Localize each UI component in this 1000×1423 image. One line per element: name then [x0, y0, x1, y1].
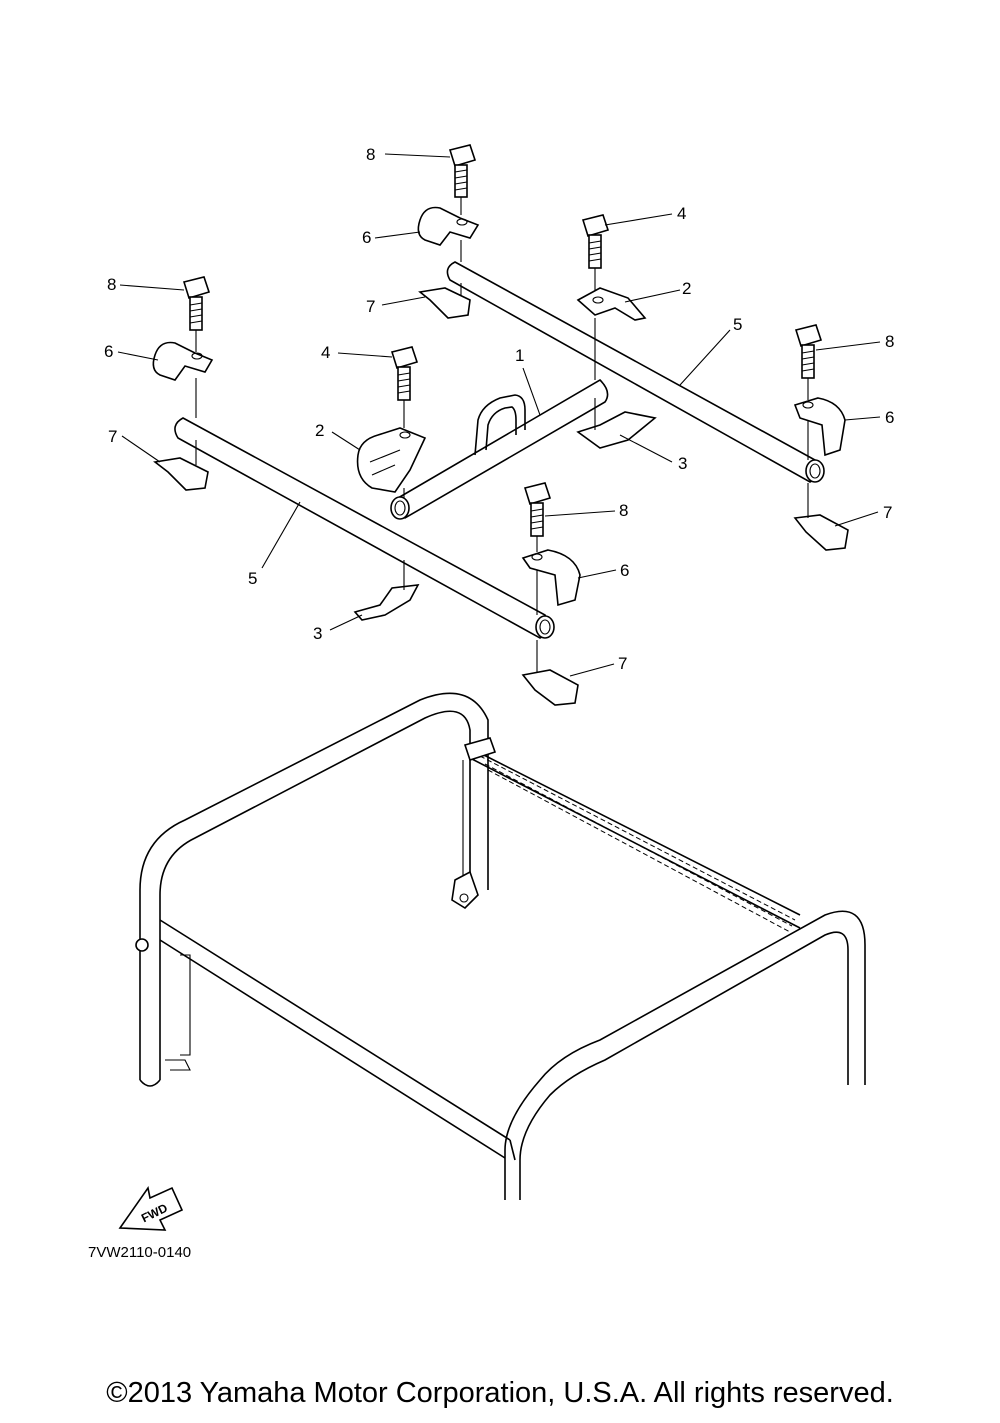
- callout-5: 5: [733, 315, 742, 334]
- bolt-8-right: [794, 324, 823, 379]
- callout-3: 3: [313, 624, 322, 643]
- clamp-6-right: [793, 397, 846, 457]
- callout-3: 3: [678, 454, 687, 473]
- clamp-6-top-center: [417, 206, 480, 246]
- callout-7: 7: [618, 654, 627, 673]
- fwd-arrow: FWD: [118, 1186, 184, 1231]
- bolt-4-middle: [390, 346, 419, 401]
- bolt-8-left: [182, 276, 211, 331]
- callout-2: 2: [315, 421, 324, 440]
- diagram-code: 7VW2110-0140: [88, 1244, 191, 1261]
- bracket-2-top-right: [576, 287, 647, 321]
- clip-7-top-center: [418, 287, 471, 319]
- callout-6: 6: [620, 561, 629, 580]
- callout-1: 1: [515, 346, 524, 365]
- leader-lines: [117, 153, 881, 677]
- callout-6: 6: [362, 228, 371, 247]
- fasteners: [152, 144, 849, 706]
- roll-cage-frame: [135, 692, 866, 1200]
- callout-8: 8: [107, 275, 116, 294]
- clip-7-right: [793, 514, 849, 551]
- bracket-2-middle: [356, 427, 427, 493]
- callout-8: 8: [366, 145, 375, 164]
- callout-6: 6: [104, 342, 113, 361]
- callout-2: 2: [682, 279, 691, 298]
- callout-8: 8: [885, 332, 894, 351]
- bracket-3-bottom: [353, 584, 420, 621]
- callout-6: 6: [885, 408, 894, 427]
- callout-7: 7: [366, 297, 375, 316]
- bolt-8-bottom: [523, 482, 552, 537]
- callout-7: 7: [108, 427, 117, 446]
- callout-7: 7: [883, 503, 892, 522]
- clamp-6-left: [152, 341, 214, 381]
- crossbar-assembly: [174, 261, 825, 639]
- callout-4: 4: [677, 204, 686, 223]
- callout-numbers: 8 6 7 4 2 8 6 7 4 2 1 5 3 8 6 7 8 6 5 3 …: [104, 145, 894, 673]
- callout-5: 5: [248, 569, 257, 588]
- clip-7-left: [153, 457, 209, 491]
- bracket-3-right: [576, 411, 657, 449]
- copyright-notice: ©2013 Yamaha Motor Corporation, U.S.A. A…: [106, 1377, 894, 1409]
- bolt-8-top-center: [448, 144, 477, 198]
- bolt-4-top-right: [581, 214, 610, 269]
- callout-4: 4: [321, 343, 330, 362]
- clamp-6-bottom: [521, 549, 581, 607]
- callout-8: 8: [619, 501, 628, 520]
- clip-7-bottom: [521, 669, 579, 706]
